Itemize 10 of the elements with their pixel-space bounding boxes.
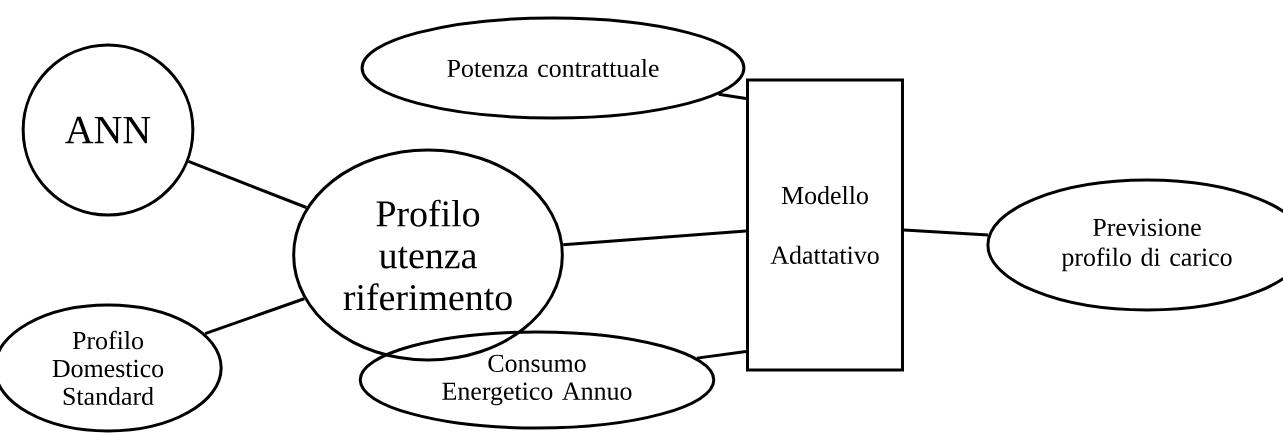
ellipse-node: Potenza contrattuale	[360, 16, 746, 120]
connector-line	[204, 297, 305, 336]
connector-line	[718, 92, 747, 101]
ellipse-node: ANN	[21, 43, 195, 217]
connector-line	[563, 229, 747, 247]
connector-line	[903, 228, 989, 237]
connector-line	[187, 160, 307, 209]
process-box: Modello Adattativo	[746, 78, 904, 372]
ellipse-node: Consumo Energetico Annuo	[358, 330, 716, 430]
connector-line	[696, 349, 747, 360]
